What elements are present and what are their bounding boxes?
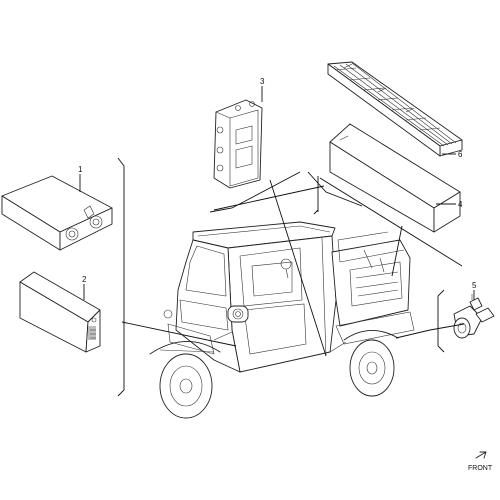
callout-5: 5: [472, 281, 477, 290]
part-2-module-cover: [19, 271, 101, 353]
callout-2: 2: [82, 275, 87, 284]
leader-lines: [79, 86, 475, 397]
front-label: FRONT: [468, 465, 493, 472]
callout-4: 4: [458, 200, 463, 209]
vehicle-illustration: [149, 221, 415, 419]
callout-1: 1: [78, 165, 83, 174]
part-6-mesh-screen: [327, 61, 463, 157]
front-arrow-icon: [475, 451, 487, 459]
callout-6: 6: [458, 150, 463, 159]
callout-3: 3: [260, 77, 265, 86]
front-indicator: FRONT: [468, 451, 493, 472]
part-4-cover-box: [329, 123, 461, 233]
part-3-circuit-board: [213, 99, 263, 189]
callout-labels: 1 2 3 4 5 6: [78, 77, 477, 290]
part-5-valve: [453, 294, 495, 339]
part-1-control-box: [1, 175, 113, 251]
